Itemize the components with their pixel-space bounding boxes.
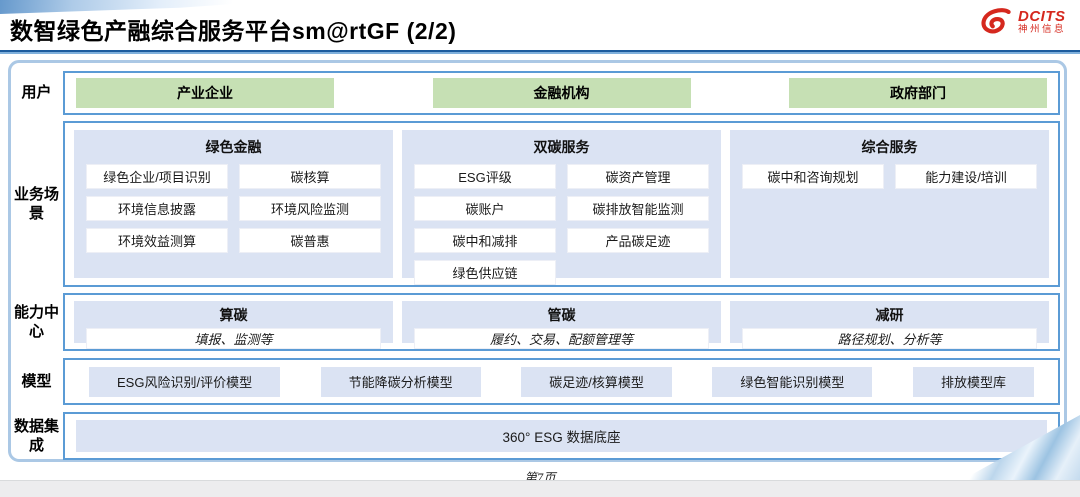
- user-box-finance: 金融机构: [432, 78, 691, 108]
- scenario-item: 碳排放智能监测: [567, 196, 709, 221]
- models-row: ESG风险识别/评价模型 节能降碳分析模型 碳足迹/核算模型 绿色智能识别模型 …: [63, 358, 1060, 405]
- logo-subtitle: 神州信息: [1017, 23, 1066, 35]
- capability-desc: 路径规划、分析等: [742, 328, 1037, 349]
- scenario-column-title: 绿色金融: [205, 139, 262, 155]
- scenario-item: 环境效益测算: [86, 228, 228, 253]
- dcits-logo: DCITS 神州信息: [978, 8, 1066, 36]
- scenario-item: 碳账户: [414, 196, 556, 221]
- model-box: ESG风险识别/评价模型: [89, 366, 281, 397]
- data-integration-row: 360° ESG 数据底座: [63, 412, 1060, 460]
- scenario-column-title: 双碳服务: [533, 139, 590, 155]
- scenario-column-green-finance: 绿色金融 绿色企业/项目识别 碳核算 环境信息披露 环境风险监测 环境效益测算 …: [74, 130, 393, 278]
- logo-text: DCITS 神州信息: [1018, 9, 1066, 35]
- capability-panel-calc-carbon: 算碳 填报、监测等: [74, 301, 393, 349]
- user-box-government: 政府部门: [789, 78, 1047, 108]
- capability-panel-reduce-research: 减研 路径规划、分析等: [730, 301, 1049, 349]
- model-box: 排放模型库: [912, 366, 1034, 397]
- data-foundation-box: 360° ESG 数据底座: [76, 420, 1047, 452]
- scenario-grid: ESG评级 碳资产管理 碳账户 碳排放智能监测 碳中和减排 产品碳足迹 绿色供应…: [402, 161, 721, 293]
- layer-label-capabilities: 能力中心: [13, 303, 59, 341]
- dcits-swirl-icon: [978, 8, 1014, 36]
- capability-title: 管碳: [547, 307, 576, 323]
- bottom-strip: [0, 480, 1080, 497]
- scenario-item: 碳资产管理: [567, 164, 709, 189]
- model-box: 碳足迹/核算模型: [521, 366, 672, 397]
- scenario-item: 碳中和减排: [414, 228, 556, 253]
- scenario-item: 绿色供应链: [414, 260, 556, 285]
- capability-title: 减研: [875, 307, 904, 323]
- scenario-grid: 绿色企业/项目识别 碳核算 环境信息披露 环境风险监测 环境效益测算 碳普惠: [74, 161, 393, 261]
- layer-label-models: 模型: [21, 372, 52, 390]
- scenario-grid: 碳中和咨询规划 能力建设/培训: [730, 161, 1049, 197]
- scenario-item: 环境信息披露: [86, 196, 228, 221]
- scenario-column-dual-carbon: 双碳服务 ESG评级 碳资产管理 碳账户 碳排放智能监测 碳中和减排 产品碳足迹…: [402, 130, 721, 285]
- architecture-diagram: 用户 业务场景 能力中心 模型 数据集成 产业企业 金融机构 政府部门 绿色金融…: [8, 60, 1067, 462]
- users-row: 产业企业 金融机构 政府部门: [63, 71, 1060, 115]
- scenario-column-comprehensive: 综合服务 碳中和咨询规划 能力建设/培训: [730, 130, 1049, 278]
- layer-label-data: 数据集成: [13, 417, 59, 455]
- user-box-industry: 产业企业: [76, 78, 334, 108]
- layer-label-users: 用户: [21, 84, 52, 102]
- scenario-item: 碳中和咨询规划: [742, 164, 884, 189]
- scenario-item: 环境风险监测: [239, 196, 381, 221]
- scenario-item: 碳核算: [239, 164, 381, 189]
- model-box: 节能降碳分析模型: [320, 366, 481, 397]
- scenario-item: 产品碳足迹: [567, 228, 709, 253]
- model-box: 绿色智能识别模型: [712, 366, 873, 397]
- title-divider: [0, 50, 1080, 54]
- capability-desc: 填报、监测等: [86, 328, 381, 349]
- layer-label-scenarios: 业务场景: [13, 185, 59, 223]
- capability-title: 算碳: [219, 307, 248, 323]
- scenario-item: ESG评级: [414, 164, 556, 189]
- scenario-item: 绿色企业/项目识别: [86, 164, 228, 189]
- scenario-item: 碳普惠: [239, 228, 381, 253]
- page-title: 数智绿色产融综合服务平台sm@rtGF (2/2): [10, 18, 457, 44]
- capability-panel-manage-carbon: 管碳 履约、交易、配额管理等: [402, 301, 721, 349]
- scenario-column-title: 综合服务: [861, 139, 918, 155]
- scenario-item: 能力建设/培训: [895, 164, 1037, 189]
- capability-desc: 履约、交易、配额管理等: [414, 328, 709, 349]
- scenarios-row: 绿色金融 绿色企业/项目识别 碳核算 环境信息披露 环境风险监测 环境效益测算 …: [63, 121, 1060, 287]
- logo-brand: DCITS: [1017, 8, 1066, 26]
- capabilities-row: 算碳 填报、监测等 管碳 履约、交易、配额管理等 减研 路径规划、分析等: [63, 293, 1060, 351]
